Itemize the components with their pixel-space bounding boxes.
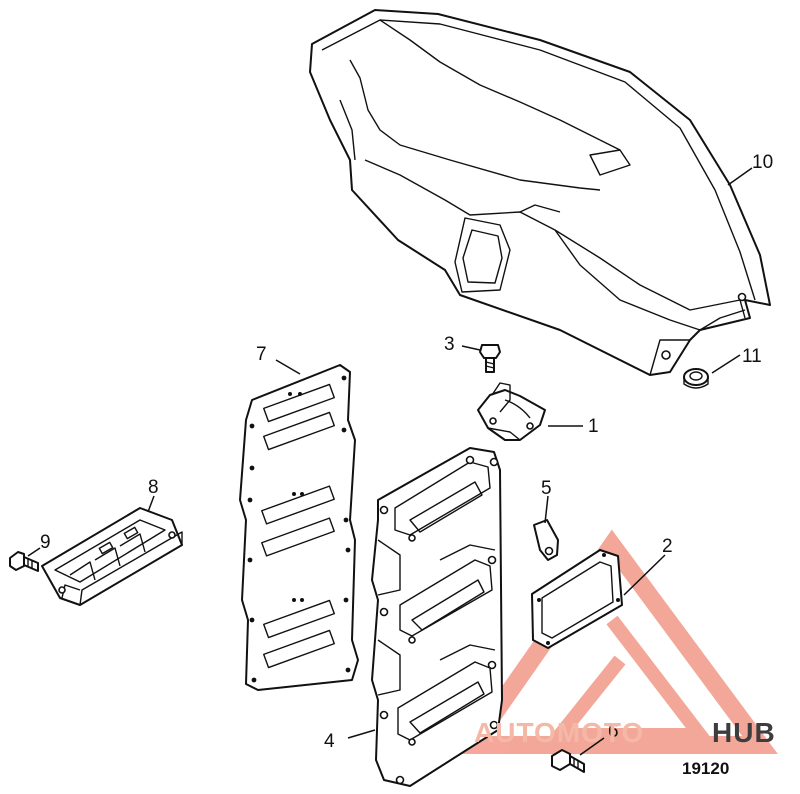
leader-4 xyxy=(347,729,376,739)
callout-1: 1 xyxy=(588,416,599,437)
figure-number: 19120 xyxy=(682,759,729,778)
callout-11: 11 xyxy=(742,346,762,367)
leader-2 xyxy=(623,554,666,596)
part-4-housing xyxy=(371,447,503,787)
callout-10: 10 xyxy=(752,152,773,173)
callout-8: 8 xyxy=(148,477,159,498)
callout-5: 5 xyxy=(541,478,552,499)
leader-7 xyxy=(275,359,301,375)
part-8-reed-block xyxy=(41,507,183,606)
leader-10 xyxy=(727,167,753,186)
part-9-bolt xyxy=(9,551,39,572)
leader-9 xyxy=(27,547,41,557)
callout-9: 9 xyxy=(40,532,51,553)
watermark-text-right: HUB xyxy=(712,717,776,748)
part-11-grommet xyxy=(683,368,709,389)
part-10-cover xyxy=(309,9,771,376)
callout-3: 3 xyxy=(444,334,455,355)
part-7-plate-gasket xyxy=(239,364,359,691)
leader-11 xyxy=(711,354,741,374)
callout-6: 6 xyxy=(608,721,619,742)
callout-2: 2 xyxy=(662,536,673,557)
part-1-clamp xyxy=(477,382,546,441)
leader-8 xyxy=(147,495,155,513)
part-5-tab xyxy=(533,519,559,561)
leader-3 xyxy=(461,345,481,351)
leader-5 xyxy=(544,495,549,524)
watermark-text: AUTOMOTO HUB xyxy=(474,717,776,748)
leader-6 xyxy=(579,737,605,756)
part-3-screw xyxy=(479,344,501,373)
part-6-bolt xyxy=(551,749,585,773)
part-2-gasket xyxy=(531,549,623,649)
callout-7: 7 xyxy=(256,344,267,365)
leader-lines xyxy=(27,167,753,756)
watermark-text-left: AUTOMOTO xyxy=(474,717,644,748)
callout-labels: 1 2 3 4 5 6 7 8 9 10 11 xyxy=(40,152,773,752)
callout-4: 4 xyxy=(324,731,335,752)
